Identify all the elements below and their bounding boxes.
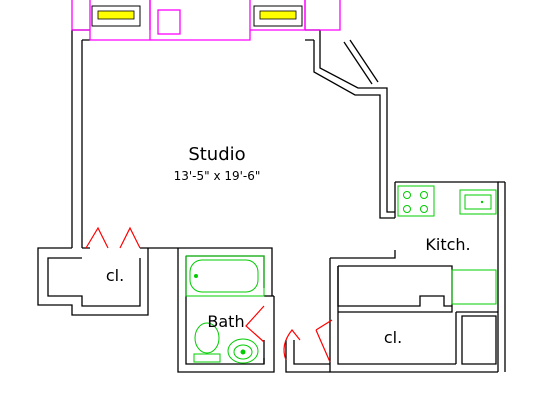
toilet-icon bbox=[193, 322, 221, 363]
room-label-studio: Studio bbox=[188, 144, 245, 165]
room-label-bath: Bath bbox=[207, 312, 244, 331]
bathtub-icon bbox=[185, 255, 265, 297]
walls bbox=[37, 29, 506, 373]
room-label-kitchen: Kitch. bbox=[425, 235, 470, 254]
bathroom-sink-icon bbox=[227, 338, 259, 364]
room-label-closet-left: cl. bbox=[106, 266, 124, 285]
door-swings bbox=[85, 226, 333, 363]
window-bay bbox=[71, 0, 341, 41]
window-left bbox=[91, 5, 141, 27]
room-dimensions-studio: 13'-5" x 19'-6" bbox=[174, 169, 261, 183]
kitchen-sink-icon bbox=[459, 189, 497, 215]
refrigerator-icon bbox=[451, 269, 497, 305]
stove-icon bbox=[397, 185, 435, 217]
window-right bbox=[253, 5, 303, 27]
room-label-closet-right: cl. bbox=[384, 328, 402, 347]
